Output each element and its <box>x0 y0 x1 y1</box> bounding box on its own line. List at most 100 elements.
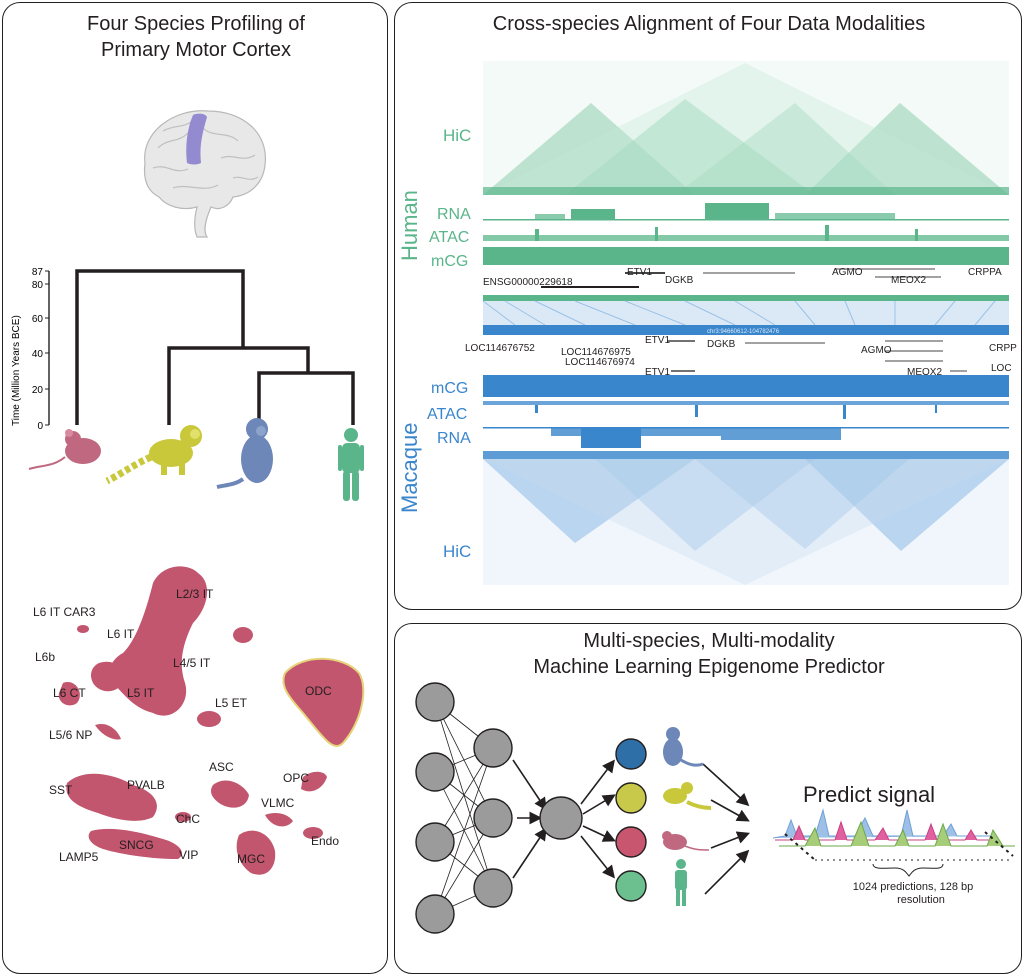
macaque-gene-label: LOC114676975 <box>561 347 631 358</box>
human-gene-label: ETV1 <box>627 267 652 278</box>
cluster-label: ASC <box>209 760 234 774</box>
macaque-hic-label: HiC <box>443 542 471 561</box>
macaque-output-node <box>615 738 647 770</box>
cluster-label: ODC <box>305 684 332 698</box>
human-output-node <box>615 870 647 902</box>
umap-clusters <box>58 566 327 875</box>
human-rna-track <box>483 203 1009 221</box>
cluster-label: L6b <box>35 650 55 664</box>
cluster-label: L5 ET <box>215 696 248 710</box>
neural-network-diagram: Predict signal 1024 predictions, 128 bp … <box>415 682 1015 934</box>
cluster-label: PVALB <box>127 778 165 792</box>
prediction-note-line2: resolution <box>897 894 945 906</box>
alignment-panel: Cross-species Alignment of Four Data Mod… <box>394 2 1022 610</box>
alignment-figure: Human Macaque HiC RNA ATAC <box>397 61 1017 585</box>
species-profiling-panel: Four Species Profiling of Primary Motor … <box>2 2 388 974</box>
cluster-label: L5/6 NP <box>49 728 92 742</box>
tree-axis: 87 80 60 40 20 0 <box>32 267 50 432</box>
network-arrows <box>512 759 750 895</box>
marmoset-small-icon <box>663 782 712 810</box>
human-gene-label: DGKB <box>665 275 694 286</box>
macaque-gene-label: ETV1 <box>645 367 670 378</box>
prediction-note-line1: 1024 predictions, 128 bp <box>853 881 973 893</box>
alignment-region-label: chr3:94660612-104782476 <box>707 329 780 335</box>
panel-title: Cross-species Alignment of Four Data Mod… <box>492 13 926 35</box>
cluster-label: VIP <box>179 848 198 862</box>
macaque-gene-label: MEOX2 <box>907 367 942 378</box>
tree-tick: 40 <box>32 349 44 360</box>
cluster-label: VLMC <box>261 796 295 810</box>
macaque-rna-label: RNA <box>437 430 471 447</box>
cluster-label: L2/3 IT <box>176 587 214 601</box>
macaque-atac-label: ATAC <box>427 406 467 423</box>
predictor-panel: Multi-species, Multi-modality Machine Le… <box>394 623 1022 974</box>
macaque-atac-track <box>483 401 1009 419</box>
cluster-label: L6 IT CAR3 <box>33 605 96 619</box>
panel-title: Multi-species, Multi-modality Machine Le… <box>395 628 1023 680</box>
human-gene-label: CRPPA <box>968 267 1002 278</box>
predicted-signal-tracks <box>772 808 1015 877</box>
tree-tick: 87 <box>32 267 44 278</box>
marmoset-output-node <box>615 782 647 814</box>
human-gene-label: ENSG00000229618 <box>483 277 573 288</box>
cluster-label: SNCG <box>119 838 154 852</box>
human-rna-label: RNA <box>437 206 471 223</box>
macaque-gene-label: DGKB <box>707 339 736 350</box>
human-hic-map <box>483 61 1009 195</box>
human-atac-track <box>483 225 1009 241</box>
panel-title-line1: Multi-species, Multi-modality <box>583 630 835 652</box>
human-hic-label: HiC <box>443 126 471 145</box>
cluster-label: OPC <box>283 771 309 785</box>
macaque-gene-label: LOC114676974 <box>565 357 635 368</box>
macaque-gene-label: CRPP <box>989 343 1017 354</box>
panel-title-line1: Four Species Profiling of <box>87 13 305 35</box>
panel-title: Four Species Profiling of Primary Motor … <box>3 11 389 63</box>
tree-tick: 60 <box>32 314 44 325</box>
macaque-gene-label: AGMO <box>861 345 892 356</box>
network-nodes <box>415 682 583 934</box>
cluster-label: LAMP5 <box>59 850 99 864</box>
cluster-label: L6 CT <box>53 686 86 700</box>
phylogenetic-tree: Time (Million Years BCE) 87 80 60 40 20 … <box>11 267 364 501</box>
predict-signal-label: Predict signal <box>803 782 935 807</box>
umap-labels: L2/3 IT L6 IT CAR3 L6 IT L4/5 IT L6b L6 … <box>33 587 339 866</box>
brain-illustration <box>143 110 266 238</box>
human-gene-track: ENSG00000229618 ETV1 DGKB AGMO MEOX2 CRP… <box>483 267 1002 288</box>
tree-tick: 0 <box>37 421 43 432</box>
human-atac-label: ATAC <box>429 229 469 246</box>
human-mcg-label: mCG <box>431 253 468 270</box>
tree-tick: 20 <box>32 385 44 396</box>
macaque-small-icon <box>663 727 704 767</box>
human-gene-label: MEOX2 <box>891 275 926 286</box>
macaque-mcg-label: mCG <box>431 380 468 397</box>
macaque-gene-label: LOC <box>991 363 1012 374</box>
cluster-label: Endo <box>311 834 339 848</box>
human-icon <box>338 428 364 501</box>
human-mcg-track <box>483 247 1009 265</box>
cluster-label: L5 IT <box>127 686 155 700</box>
cluster-label: L6 IT <box>107 627 135 641</box>
mouse-output-node <box>615 826 647 858</box>
cluster-label: L4/5 IT <box>173 656 211 670</box>
panel-title-line2: Machine Learning Epigenome Predictor <box>533 656 885 678</box>
cluster-label: MGC <box>237 852 265 866</box>
macaque-hic-map <box>483 451 1009 585</box>
tree-tick: 80 <box>32 280 44 291</box>
umap-odc-cluster <box>282 657 365 747</box>
tree-branches <box>75 269 355 425</box>
network-edges <box>434 701 494 915</box>
species-label-macaque: Macaque <box>397 422 422 513</box>
umap-plot: L2/3 IT L6 IT CAR3 L6 IT L4/5 IT L6b L6 … <box>33 566 365 875</box>
tree-y-axis-label: Time (Million Years BCE) <box>11 315 22 426</box>
cluster-label: ChC <box>176 812 200 826</box>
species-output-nodes <box>615 738 647 902</box>
human-small-icon <box>675 859 687 906</box>
macaque-gene-track: LOC114676752 ETV1 DGKB LOC114676975 LOC1… <box>465 335 1017 378</box>
human-gene-label: AGMO <box>832 267 863 278</box>
panel-title-line2: Primary Motor Cortex <box>100 39 292 61</box>
macaque-gene-label: ETV1 <box>645 335 670 346</box>
mouse-icon <box>28 429 101 470</box>
cluster-label: SST <box>49 783 73 797</box>
macaque-rna-track <box>483 427 1009 448</box>
macaque-mcg-track <box>483 375 1009 397</box>
